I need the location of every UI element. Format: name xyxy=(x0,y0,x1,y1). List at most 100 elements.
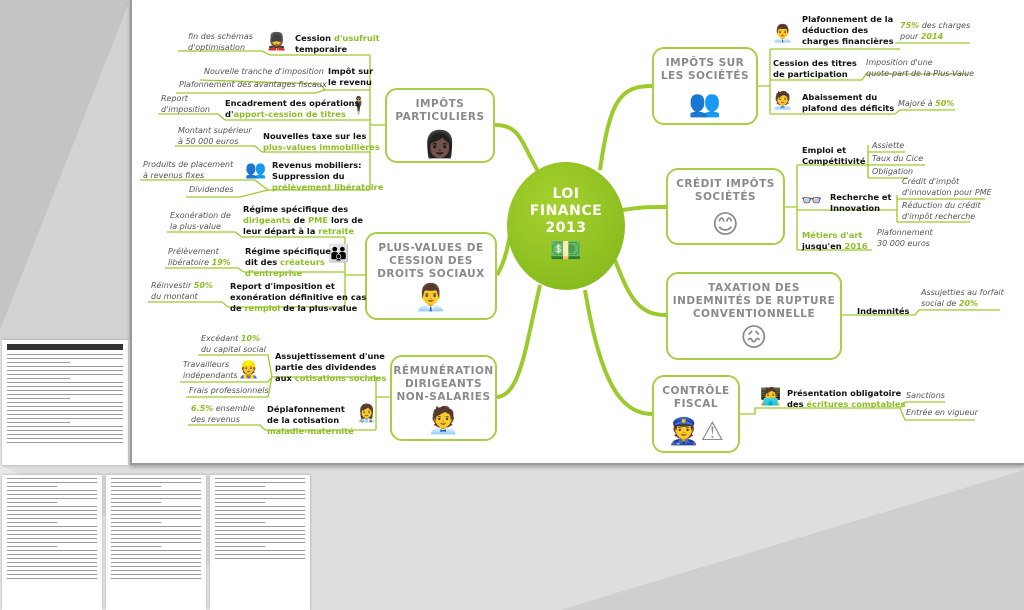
highlight-text: retraite xyxy=(318,226,355,236)
text-segment: exonération définitive en cas xyxy=(230,292,367,302)
note-obligation[interactable]: Obligation xyxy=(869,167,916,179)
note-taux-cice[interactable]: Taux du Cice xyxy=(869,154,926,166)
note-entree-vigueur[interactable]: Entrée en vigueur xyxy=(903,408,981,420)
text-segment: d'innovation pour PME xyxy=(902,187,992,197)
text-segment: leur départ à la xyxy=(243,226,319,236)
text-segment: Assujettissement d'une xyxy=(275,351,385,361)
text-segment: Innovation xyxy=(830,203,881,213)
note-sanctions[interactable]: Sanctions xyxy=(903,391,948,403)
node-credit-impots[interactable]: CRÉDIT IMPÔTS SOCIÉTÉS 😊 xyxy=(666,168,785,245)
node-controle-fiscal[interactable]: CONTRÔLE FISCAL 👮⚠ xyxy=(652,375,740,453)
highlight-text: 20% xyxy=(958,298,979,308)
text-segment: Majoré à xyxy=(898,99,936,108)
text-segment: Suppression du xyxy=(272,171,345,181)
node-impots-particuliers[interactable]: IMPÔTS PARTICULIERS 👩🏿 xyxy=(385,88,495,163)
text-segment: la plus-value xyxy=(170,221,221,231)
text-segment: du montant xyxy=(151,291,198,301)
note-dividendes[interactable]: Dividendes xyxy=(186,185,237,197)
text-segment: Déplafonnement xyxy=(267,404,345,414)
stamp-icon: 💂 xyxy=(266,32,288,52)
text-segment: Impôt sur xyxy=(328,66,374,76)
text-segment: jusqu'en xyxy=(802,241,845,251)
node-title: LES SOCIÉTÉS xyxy=(660,70,750,82)
note-reinvestir[interactable]: Réinvestir 50%du montant xyxy=(148,281,216,303)
highlight-text: créateurs xyxy=(280,257,325,267)
node-impots-societes[interactable]: IMPÔTS SUR LES SOCIÉTÉS 👥 xyxy=(652,47,758,125)
text-segment: Report d'imposition et xyxy=(230,281,335,291)
central-node[interactable]: LOI FINANCE 2013 💵 xyxy=(507,162,625,290)
text-segment: Exonération de xyxy=(170,211,231,220)
highlight-text: d'entreprise xyxy=(245,268,303,278)
center-title-line: LOI xyxy=(552,186,580,202)
note-assiette[interactable]: Assiette xyxy=(869,141,907,153)
nurse-icon: 👩‍⚕️ xyxy=(356,404,378,424)
node-title: IMPÔTS xyxy=(415,98,465,110)
text-segment: libératoire xyxy=(168,257,212,267)
note-plafonnement-avantages[interactable]: Plafonnement des avantages fiscaux xyxy=(176,80,330,92)
text-segment: de xyxy=(290,215,309,225)
text-segment: de participation xyxy=(773,69,848,79)
user-add-icon: 👨‍💼 xyxy=(414,283,448,313)
leaf-indemnites[interactable]: Indemnités xyxy=(857,306,910,317)
text-segment: d'optimisation xyxy=(188,42,246,52)
note-tranche[interactable]: Nouvelle tranche d'imposition xyxy=(201,67,327,79)
node-title: DIRIGEANTS xyxy=(404,378,483,390)
document-page xyxy=(106,475,206,610)
node-remuneration[interactable]: RÉMUNÉRATION DIRIGEANTS NON-SALARIES 🧑‍💼 xyxy=(390,355,497,441)
note-excedant[interactable]: Excédant 10%du capital social xyxy=(198,334,269,356)
text-segment: Plafonnement de la xyxy=(802,14,894,24)
businessman-down-icon: 🧑‍💼 xyxy=(772,91,794,111)
node-plus-values[interactable]: PLUS-VALUES DE CESSION DES DROITS SOCIAU… xyxy=(365,232,497,320)
text-segment: pour xyxy=(900,31,921,41)
text-segment: des charges xyxy=(919,21,971,30)
note-majore[interactable]: Majoré à 50% xyxy=(895,99,957,111)
text-segment: Réduction du crédit xyxy=(902,201,981,210)
text-segment: Assujetties au forfait xyxy=(921,288,1004,297)
highlight-text: maladie-maternité xyxy=(267,426,354,436)
businessman-warning-icon: 🕴 xyxy=(348,96,370,116)
text-segment: quote-part de la Plus-Value xyxy=(866,68,975,78)
highlight-text: 2016 xyxy=(844,241,868,251)
document-page xyxy=(2,340,128,465)
highlight-text: apport-cession de titres xyxy=(233,109,346,119)
text-segment: Encadrement des opérations xyxy=(225,98,360,108)
highlight-text: plus-values immobilières xyxy=(263,142,380,152)
note-frais[interactable]: Frais professionnels xyxy=(186,386,272,398)
text-segment: charges financières xyxy=(802,36,894,46)
center-title-line: FINANCE xyxy=(529,203,603,219)
text-segment: Plafonnement des avantages fiscaux xyxy=(179,80,327,89)
node-taxation[interactable]: TAXATION DES INDEMNITÉS DE RUPTURE CONVE… xyxy=(666,272,842,360)
text-segment: Report xyxy=(161,94,188,103)
